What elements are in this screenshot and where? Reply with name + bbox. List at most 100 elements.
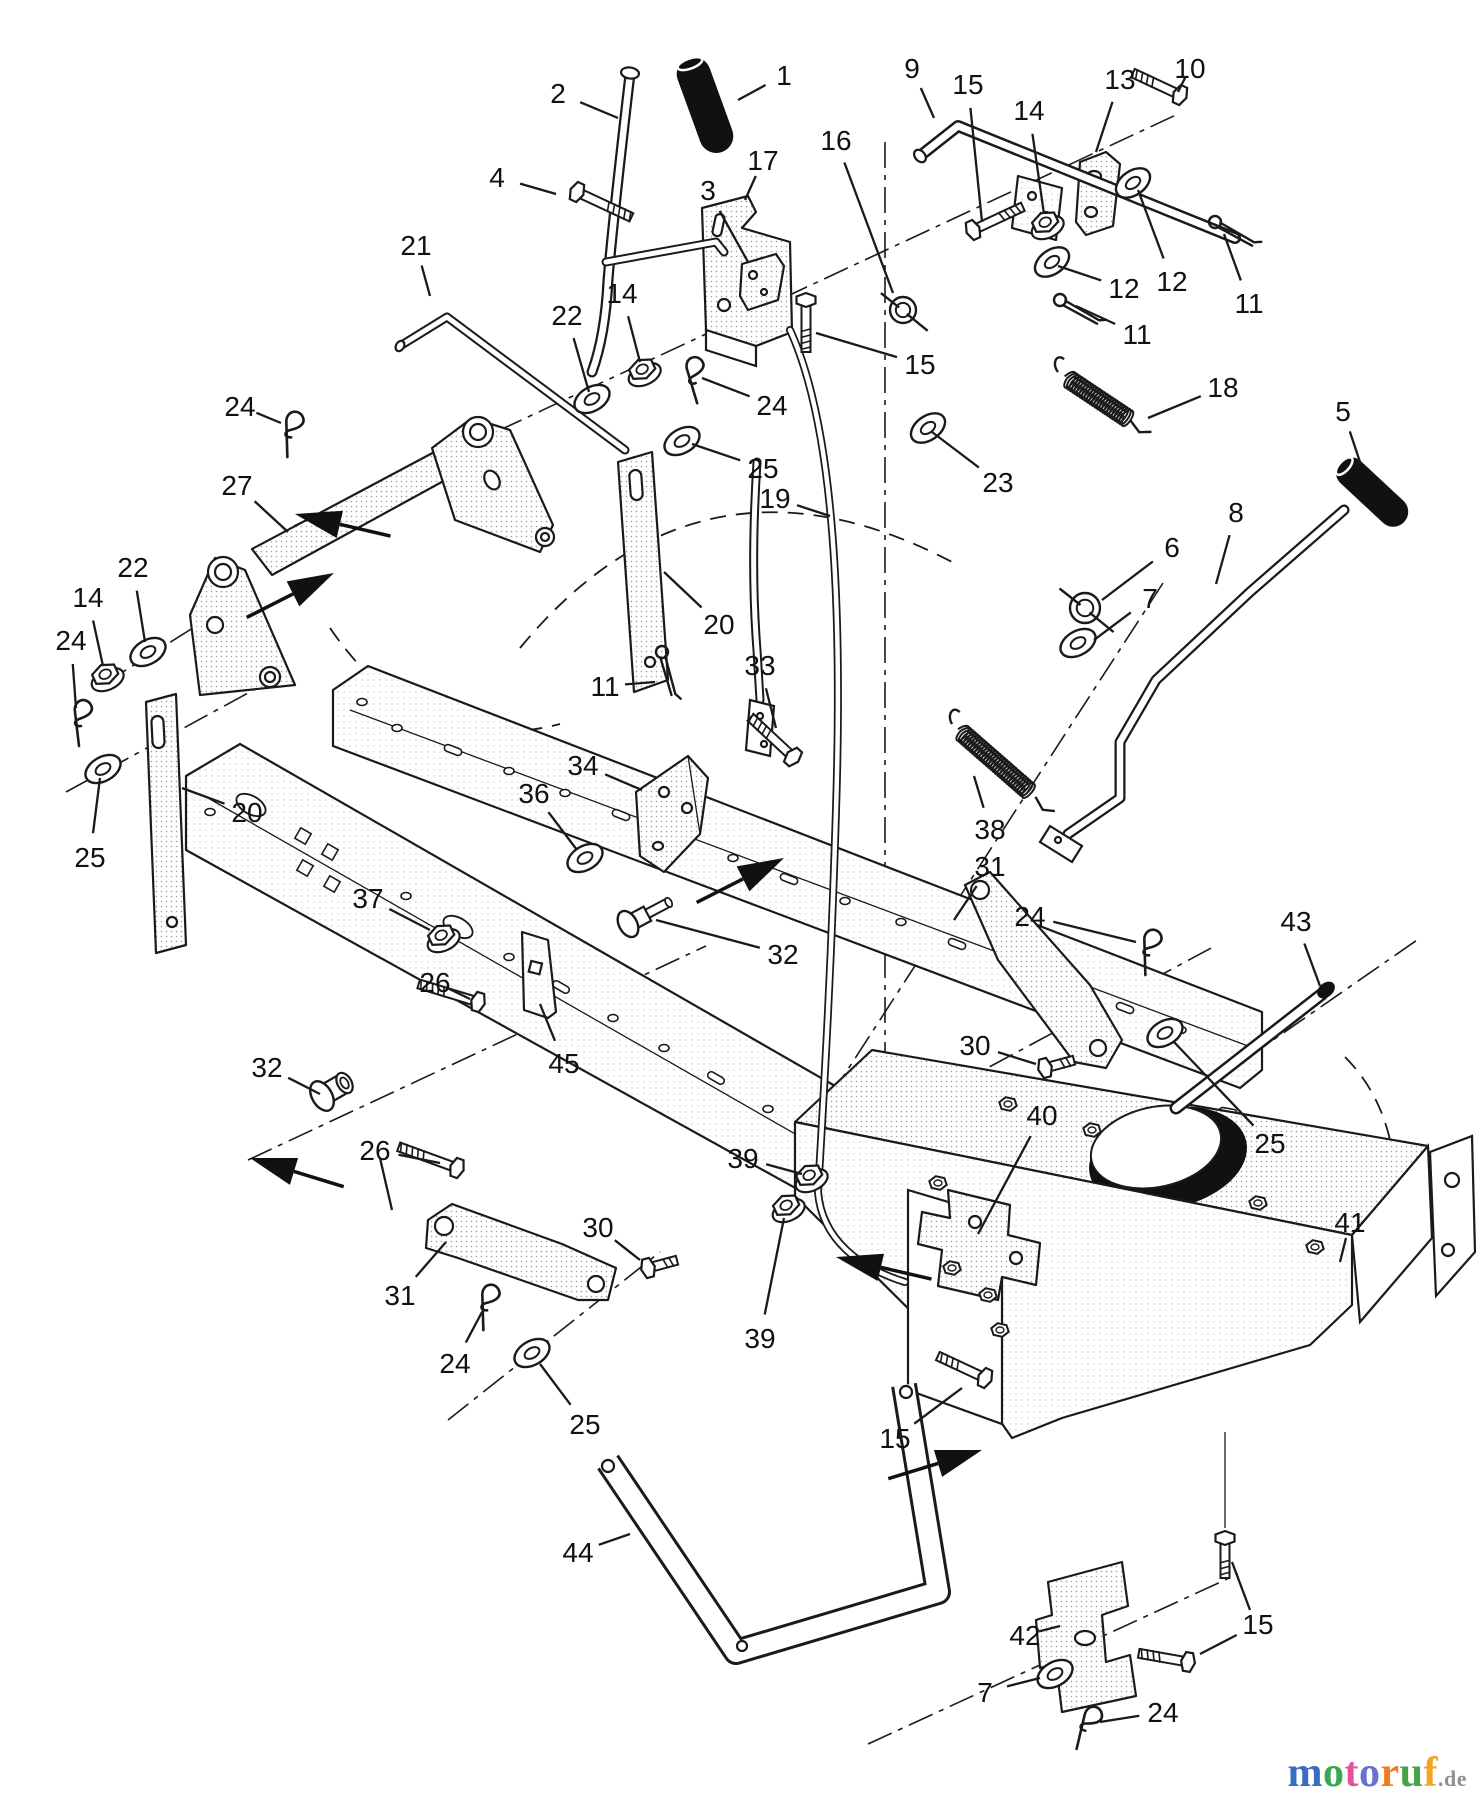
callout-leader bbox=[913, 1387, 963, 1425]
washer bbox=[129, 636, 167, 668]
callout-30: 30 bbox=[582, 1212, 613, 1243]
callout-leader bbox=[743, 175, 757, 201]
hairpin-clip bbox=[685, 355, 705, 405]
callout-leader bbox=[1053, 920, 1137, 944]
callout-leader bbox=[1136, 189, 1165, 259]
callout-8: 8 bbox=[1228, 497, 1244, 528]
callout-leader bbox=[972, 775, 985, 809]
callout-25: 25 bbox=[1254, 1128, 1285, 1159]
bolt bbox=[934, 1350, 994, 1390]
direction-arrow bbox=[250, 1158, 345, 1189]
extension-spring bbox=[948, 708, 1055, 813]
direction-arrow bbox=[295, 510, 391, 538]
bolt bbox=[395, 1141, 465, 1180]
bolt bbox=[568, 180, 635, 223]
lift-lever-8 bbox=[1038, 504, 1350, 864]
callout-24: 24 bbox=[1014, 901, 1045, 932]
direction-arrow bbox=[887, 1450, 982, 1481]
hex-bolt-head bbox=[1305, 1239, 1325, 1255]
watermark-suffix: .de bbox=[1438, 1766, 1467, 1791]
callout-24: 24 bbox=[224, 391, 255, 422]
bolt bbox=[1129, 67, 1189, 107]
callout-leader bbox=[572, 337, 591, 393]
extension-spring bbox=[1053, 356, 1152, 434]
hairpin-clip bbox=[1142, 928, 1163, 977]
callout-leader bbox=[614, 1239, 641, 1261]
callout-10: 10 bbox=[1174, 53, 1205, 84]
washer bbox=[513, 1337, 551, 1369]
callout-leader bbox=[997, 1051, 1037, 1066]
callout-leader bbox=[598, 1532, 631, 1546]
hairpin-clip bbox=[284, 410, 305, 459]
callout-21: 21 bbox=[400, 230, 431, 261]
callout-5: 5 bbox=[1335, 396, 1351, 427]
direction-arrows bbox=[245, 510, 982, 1481]
hex-bolt-head bbox=[1248, 1195, 1268, 1211]
cotter-pin bbox=[1052, 292, 1108, 325]
rubber-grip bbox=[1334, 456, 1409, 527]
callout-25: 25 bbox=[569, 1409, 600, 1440]
callout-leader bbox=[1147, 395, 1202, 420]
callout-11: 11 bbox=[1122, 319, 1151, 350]
callout-leader bbox=[626, 315, 642, 363]
callout-leader bbox=[181, 786, 225, 805]
callout-43: 43 bbox=[1280, 906, 1311, 937]
callout-leader bbox=[953, 885, 978, 921]
callout-22: 22 bbox=[551, 300, 582, 331]
callout-45: 45 bbox=[548, 1048, 579, 1079]
callout-leader bbox=[931, 431, 980, 469]
callout-31: 31 bbox=[974, 851, 1005, 882]
callout-leader bbox=[1222, 233, 1242, 281]
plate-3 bbox=[738, 252, 786, 312]
callout-22: 22 bbox=[117, 552, 148, 583]
callout-11: 11 bbox=[590, 671, 619, 702]
callout-leader bbox=[91, 620, 105, 667]
callout-1: 1 bbox=[776, 60, 792, 91]
callout-leader bbox=[1199, 1634, 1238, 1656]
bolt bbox=[1136, 1647, 1197, 1674]
callout-19: 19 bbox=[759, 483, 790, 514]
shoulder-bolt bbox=[616, 896, 674, 939]
callout-26: 26 bbox=[419, 967, 450, 998]
callout-32: 32 bbox=[767, 939, 798, 970]
hex-bolt-head bbox=[978, 1287, 998, 1303]
callout-25: 25 bbox=[747, 453, 778, 484]
callout-24: 24 bbox=[55, 625, 86, 656]
callout-37: 37 bbox=[352, 883, 383, 914]
direction-arrow bbox=[836, 1253, 932, 1281]
callout-leader bbox=[796, 504, 831, 518]
watermark-letter: o bbox=[1358, 1750, 1381, 1796]
callout-7: 7 bbox=[977, 1677, 993, 1708]
callout-17: 17 bbox=[747, 145, 778, 176]
callout-leader bbox=[1057, 264, 1102, 282]
hairpin-clip bbox=[1075, 1705, 1104, 1751]
cotter-pin bbox=[654, 644, 682, 700]
bolt bbox=[1037, 1054, 1077, 1080]
watermark-letter: f bbox=[1423, 1750, 1438, 1796]
callout-leader bbox=[539, 1363, 572, 1406]
callout-23: 23 bbox=[982, 467, 1013, 498]
callout-18: 18 bbox=[1207, 372, 1238, 403]
callout-15: 15 bbox=[904, 349, 935, 380]
callout-13: 13 bbox=[1104, 64, 1135, 95]
hex-bolt-head bbox=[1082, 1122, 1102, 1138]
callout-leader bbox=[1038, 1624, 1061, 1633]
bolt bbox=[795, 291, 817, 353]
motoruf-watermark: motoruf.de bbox=[1287, 1752, 1467, 1794]
callout-leader bbox=[1173, 1041, 1255, 1127]
callout-12: 12 bbox=[1108, 273, 1139, 304]
callout-32: 32 bbox=[251, 1052, 282, 1083]
watermark-letter: u bbox=[1399, 1750, 1424, 1796]
callout-leader bbox=[1031, 133, 1046, 215]
callout-15: 15 bbox=[879, 1423, 910, 1454]
callout-leader bbox=[1348, 431, 1362, 463]
callout-20: 20 bbox=[703, 609, 734, 640]
bolt bbox=[416, 978, 486, 1014]
callout-14: 14 bbox=[606, 278, 637, 309]
callout-leader bbox=[1101, 560, 1154, 601]
callout-42: 42 bbox=[1009, 1620, 1040, 1651]
callout-leader bbox=[464, 1311, 484, 1344]
callout-leader bbox=[579, 101, 619, 120]
callout-leader bbox=[1214, 534, 1231, 585]
callout-leader bbox=[624, 680, 656, 686]
